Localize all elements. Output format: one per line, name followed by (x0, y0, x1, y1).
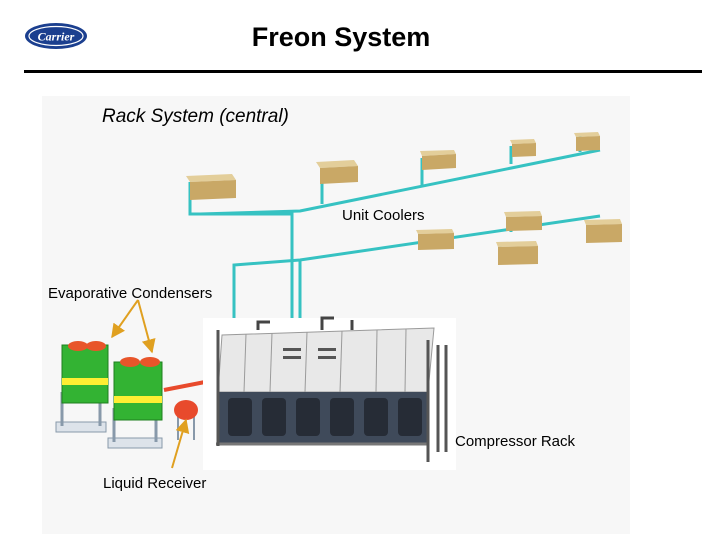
unit-cooler-icon (496, 241, 538, 265)
evaporative-condenser-icon (55, 341, 109, 433)
callout-arrows (111, 299, 190, 469)
label-liquid-receiver: Liquid Receiver (103, 475, 207, 492)
label-unit-coolers: Unit Coolers (342, 207, 425, 224)
evaporative-condenser-icon (107, 357, 163, 449)
unit-cooler-icon (316, 160, 358, 184)
unit-cooler-icon (186, 174, 236, 200)
label-compressor-rack: Compressor Rack (455, 433, 576, 450)
unit-cooler-icon (420, 150, 456, 170)
unit-cooler-icon (416, 229, 454, 250)
title-divider (24, 70, 702, 73)
compressor-rack-icon (203, 316, 456, 470)
unit-cooler-icon (510, 139, 536, 157)
unit-cooler-icon (584, 219, 622, 243)
unit-cooler-icon (574, 132, 600, 151)
diagram-heading: Rack System (central) (102, 106, 289, 127)
carrier-logo: Carrier (25, 23, 87, 49)
page-title: Freon System (251, 22, 431, 52)
refrigerant-piping (188, 136, 601, 335)
label-evaporative-condensers: Evaporative Condensers (48, 285, 213, 302)
unit-cooler-icon (504, 211, 542, 231)
logo-text: Carrier (38, 30, 75, 44)
